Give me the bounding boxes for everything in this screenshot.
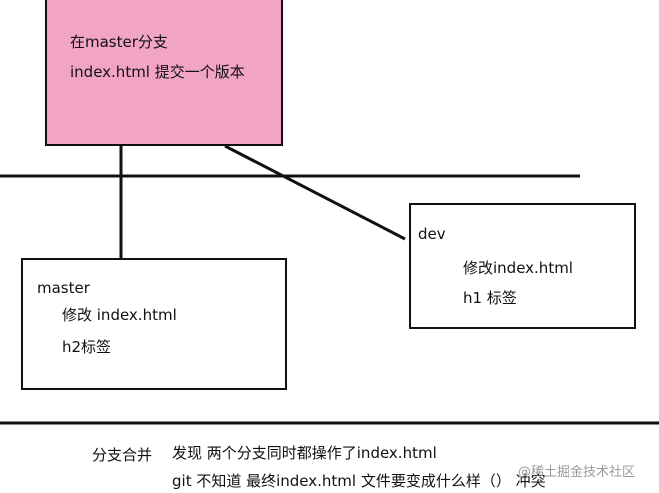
- master-branch-box: [21, 258, 287, 390]
- commit-box-line1: 在master分支: [70, 33, 168, 51]
- commit-box-line2: index.html 提交一个版本: [70, 63, 245, 81]
- dev-box-line2: h1 标签: [463, 289, 517, 307]
- dev-branch-box: [409, 203, 636, 329]
- merge-note-label: 分支合并: [92, 446, 153, 464]
- dev-box-line1: 修改index.html: [463, 259, 573, 277]
- dev-box-title: dev: [418, 225, 446, 243]
- commit-to-dev-connector: [224, 144, 406, 241]
- master-box-line2: h2标签: [62, 338, 112, 356]
- merge-note-line2: git 不知道 最终index.html 文件要变成什么样（） 冲突: [172, 472, 546, 490]
- site-watermark: @稀土掘金技术社区: [518, 465, 636, 480]
- master-box-title: master: [37, 279, 90, 297]
- commit-box: [45, 0, 283, 146]
- master-box-line1: 修改 index.html: [62, 306, 177, 324]
- merge-note-line1: 发现 两个分支同时都操作了index.html: [172, 444, 437, 462]
